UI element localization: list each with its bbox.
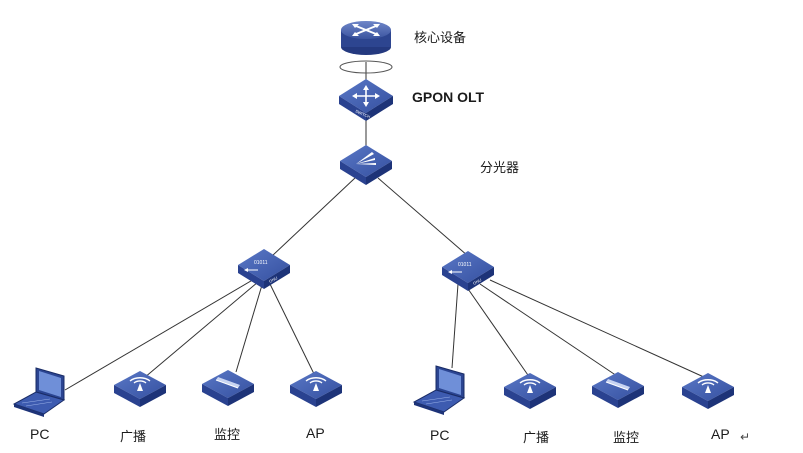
endpoint-label-onu2-broadcast: 广播	[523, 431, 550, 446]
onu-device-text-1: ONU	[268, 275, 278, 284]
links	[64, 62, 707, 391]
link-onu2-camera	[479, 283, 621, 379]
link-splitter-onu1	[271, 177, 356, 257]
camera-device-icon-1	[202, 370, 254, 406]
olt-switch-icon: SWITCH	[339, 79, 393, 121]
endpoint-label-onu2-ap: AP	[711, 426, 730, 442]
link-onu2-broadcast	[465, 285, 531, 379]
endpoint-label-onu1-camera: 监控	[214, 428, 241, 443]
core-device-label: 核心设备	[414, 31, 467, 46]
olt-label: GPON OLT	[412, 89, 485, 105]
endpoint-label-onu1-ap: AP	[306, 425, 325, 441]
link-onu2-pc	[451, 283, 459, 369]
link-onu1-pc	[64, 277, 257, 391]
onu-port-text-2: 01011	[458, 262, 472, 268]
splitter-label: 分光器	[480, 161, 520, 176]
ap-icon-1	[290, 371, 342, 407]
laptop-icon-1	[12, 367, 66, 417]
paragraph-mark: ↵	[740, 430, 751, 444]
laptop-icon-2	[412, 365, 466, 415]
onu-icon-1: 01011 ONU	[208, 249, 290, 289]
core-router-icon	[339, 21, 393, 74]
olt-device-text: SWITCH	[355, 108, 372, 119]
splitter-icon	[340, 145, 392, 185]
onu-port-text-1: 01011	[254, 260, 268, 266]
endpoint-label-onu1-pc: PC	[30, 426, 50, 442]
link-onu1-camera	[235, 284, 263, 373]
endpoint-label-onu2-camera: 监控	[613, 431, 640, 446]
link-onu1-broadcast	[143, 281, 259, 379]
endpoint-label-onu2-pc: PC	[430, 427, 450, 443]
broadcast-ap-icon-2	[504, 373, 556, 409]
camera-device-icon-2	[592, 372, 644, 408]
broadcast-ap-icon-1	[114, 371, 166, 407]
link-onu2-ap	[489, 279, 707, 379]
link-onu1-ap	[269, 283, 317, 379]
onu-icon-2: 01011 ONU	[412, 251, 494, 291]
ap-icon-2	[682, 373, 734, 409]
onu-device-text-2: ONU	[472, 277, 482, 286]
endpoint-label-onu1-broadcast: 广播	[120, 430, 147, 445]
link-splitter-onu2	[377, 177, 469, 257]
